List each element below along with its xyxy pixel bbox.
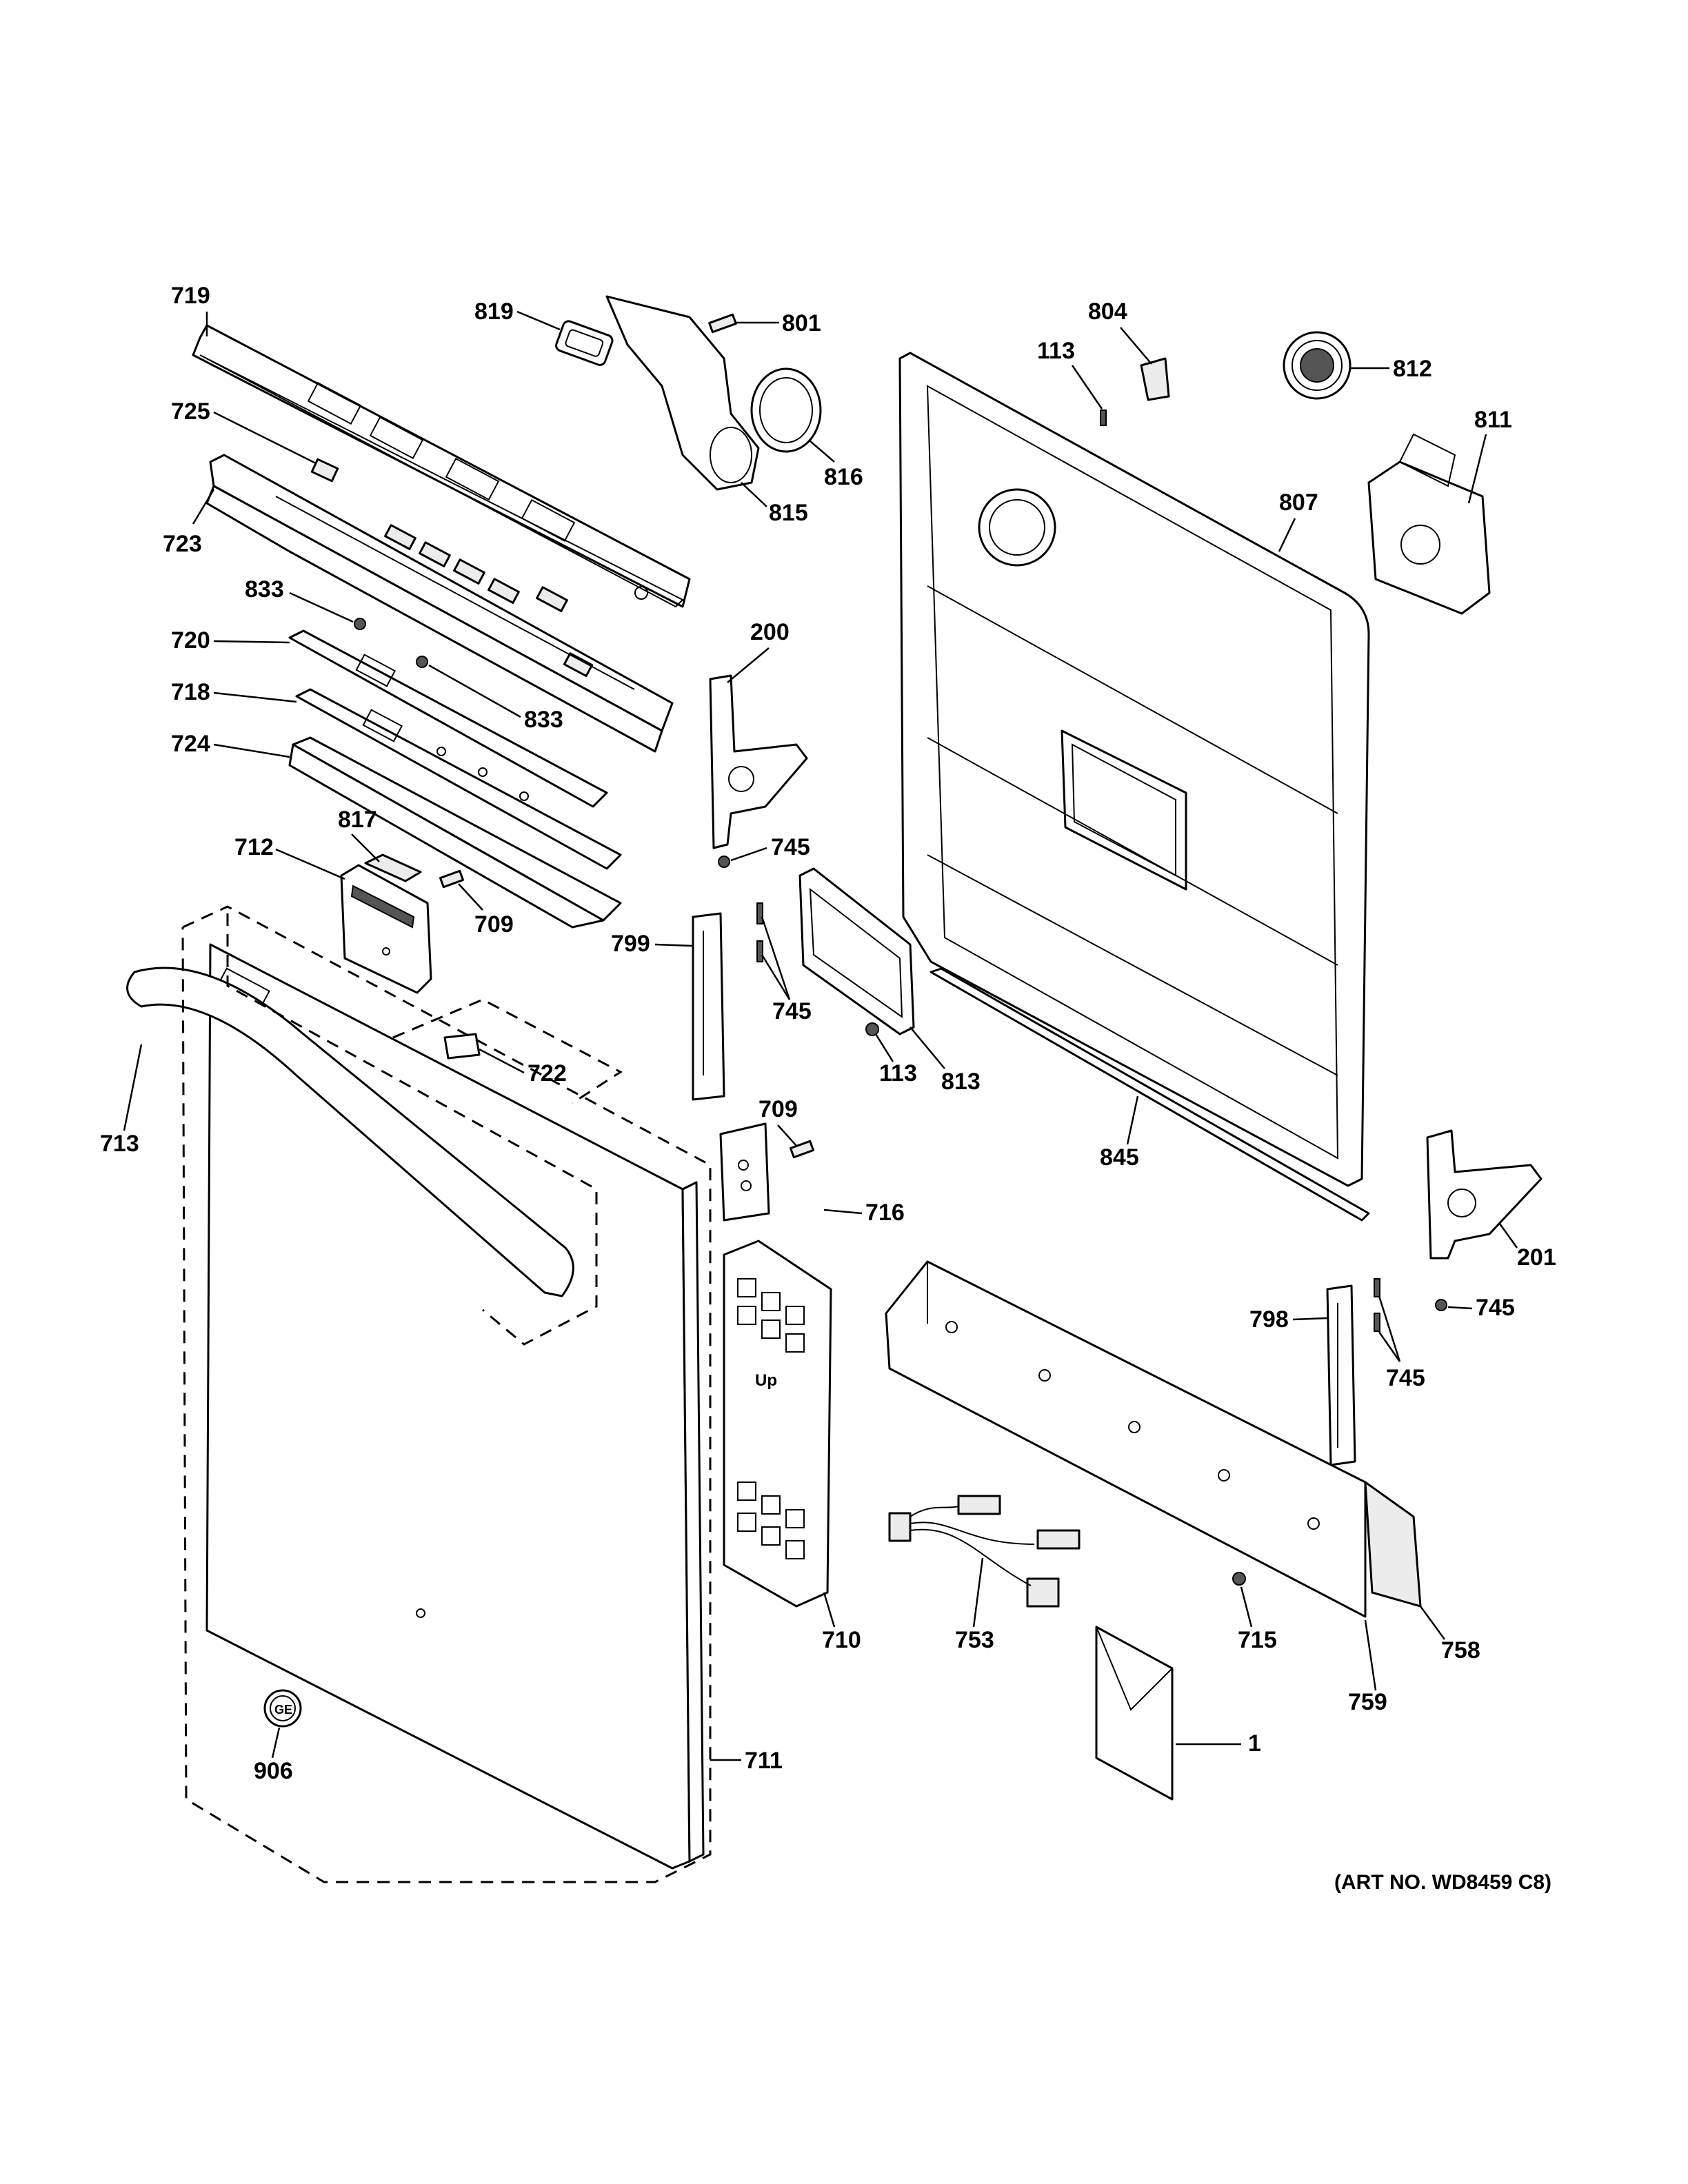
callout-745a: 745 — [771, 834, 810, 860]
part-113-screw-a — [1100, 410, 1107, 426]
callout-710: 710 — [822, 1627, 861, 1653]
callout-812: 812 — [1393, 356, 1432, 382]
ge-logo-mark: GE — [274, 1703, 292, 1717]
callout-833b: 833 — [524, 707, 563, 733]
part-745-screw-c — [1435, 1299, 1447, 1311]
part-799-bracket — [692, 912, 725, 1101]
assembly-outline-badge — [392, 998, 623, 1104]
callout-753: 753 — [955, 1627, 994, 1653]
part-813-gasket-frame — [798, 867, 915, 1035]
part-709-screw-a — [439, 869, 464, 889]
part-725-button — [310, 458, 339, 483]
part-201-hinge-bracket — [1426, 1129, 1543, 1260]
callout-716: 716 — [865, 1200, 905, 1226]
part-815-vent-duct — [605, 295, 760, 491]
callout-113a: 113 — [1037, 338, 1075, 364]
part-718-board — [295, 688, 622, 870]
callout-724: 724 — [171, 731, 210, 757]
part-804-clip — [1140, 357, 1170, 401]
part-759-channel — [885, 1260, 1367, 1618]
callout-807: 807 — [1279, 489, 1318, 516]
part-711-outer-door — [205, 943, 705, 1870]
callout-833a: 833 — [245, 576, 284, 603]
part-753-wire-harness — [888, 1495, 1081, 1608]
callout-813: 813 — [941, 1069, 981, 1095]
part-819-gasket — [555, 320, 614, 366]
part-833-screw-a — [354, 618, 366, 630]
callout-801: 801 — [782, 310, 821, 336]
callout-816: 816 — [824, 464, 863, 490]
callout-200: 200 — [750, 619, 790, 645]
callout-113b: 113 — [879, 1060, 917, 1086]
callout-723: 723 — [163, 531, 202, 557]
art-number: (ART NO. WD8459 C8) — [1334, 1871, 1551, 1894]
part-113-screw-b — [865, 1022, 879, 1036]
part-798-bracket — [1326, 1284, 1356, 1466]
callout-720: 720 — [171, 627, 210, 654]
part-745-screw-d — [1374, 1278, 1380, 1332]
part-801-screw — [708, 313, 737, 334]
callout-709b: 709 — [758, 1096, 798, 1122]
callout-719: 719 — [171, 283, 210, 309]
part-906-logo-badge: GE — [263, 1689, 302, 1728]
callout-709a: 709 — [474, 911, 514, 938]
callout-722: 722 — [528, 1060, 567, 1086]
callout-1: 1 — [1248, 1730, 1261, 1757]
part-715-screw — [1232, 1572, 1246, 1586]
callout-799: 799 — [611, 931, 650, 957]
part-724-board-tray — [288, 736, 622, 929]
callout-817: 817 — [338, 807, 377, 833]
part-713-handle — [126, 967, 574, 1297]
callout-804: 804 — [1088, 299, 1127, 325]
part-807-inner-door — [898, 352, 1370, 1187]
callout-798: 798 — [1249, 1306, 1289, 1333]
callout-906: 906 — [254, 1758, 293, 1784]
part-758-insulation — [1364, 1481, 1422, 1608]
callout-201: 201 — [1517, 1244, 1556, 1271]
part-723-control-housing — [205, 454, 674, 753]
part-716-bracket — [719, 1122, 770, 1222]
callout-712: 712 — [234, 834, 274, 860]
part-745-screw-b — [756, 902, 763, 962]
callout-745c: 745 — [1476, 1295, 1515, 1321]
callout-815: 815 — [769, 500, 808, 526]
callout-718: 718 — [171, 679, 210, 705]
part-833-screw-b — [416, 656, 428, 668]
callout-759: 759 — [1348, 1689, 1387, 1715]
part-712-module — [340, 864, 432, 994]
part-812-filter-cap — [1283, 331, 1352, 400]
part-200-hinge-bracket — [709, 674, 808, 849]
part-1-literature — [1095, 1626, 1174, 1801]
part-722-badge — [443, 1033, 481, 1060]
callout-758: 758 — [1441, 1637, 1480, 1664]
part-709-screw-b — [790, 1140, 814, 1159]
callout-745b: 745 — [772, 998, 812, 1024]
callout-715: 715 — [1238, 1627, 1277, 1653]
callout-713: 713 — [100, 1131, 139, 1157]
part-811-dispenser — [1367, 433, 1491, 615]
part-745-screw-a — [718, 856, 730, 868]
up-marking: Up — [755, 1371, 777, 1390]
callout-725: 725 — [171, 398, 210, 425]
part-720-board — [288, 629, 608, 808]
callout-819: 819 — [474, 299, 514, 325]
callout-845: 845 — [1100, 1144, 1139, 1171]
part-816-seal — [750, 367, 822, 453]
callout-745d: 745 — [1386, 1365, 1425, 1391]
part-710-insulation-block: Up — [723, 1240, 832, 1608]
part-719-control-panel — [192, 324, 691, 608]
part-845-seal-strip — [930, 967, 1370, 1222]
callout-711: 711 — [745, 1748, 783, 1774]
callout-811: 811 — [1474, 407, 1512, 433]
